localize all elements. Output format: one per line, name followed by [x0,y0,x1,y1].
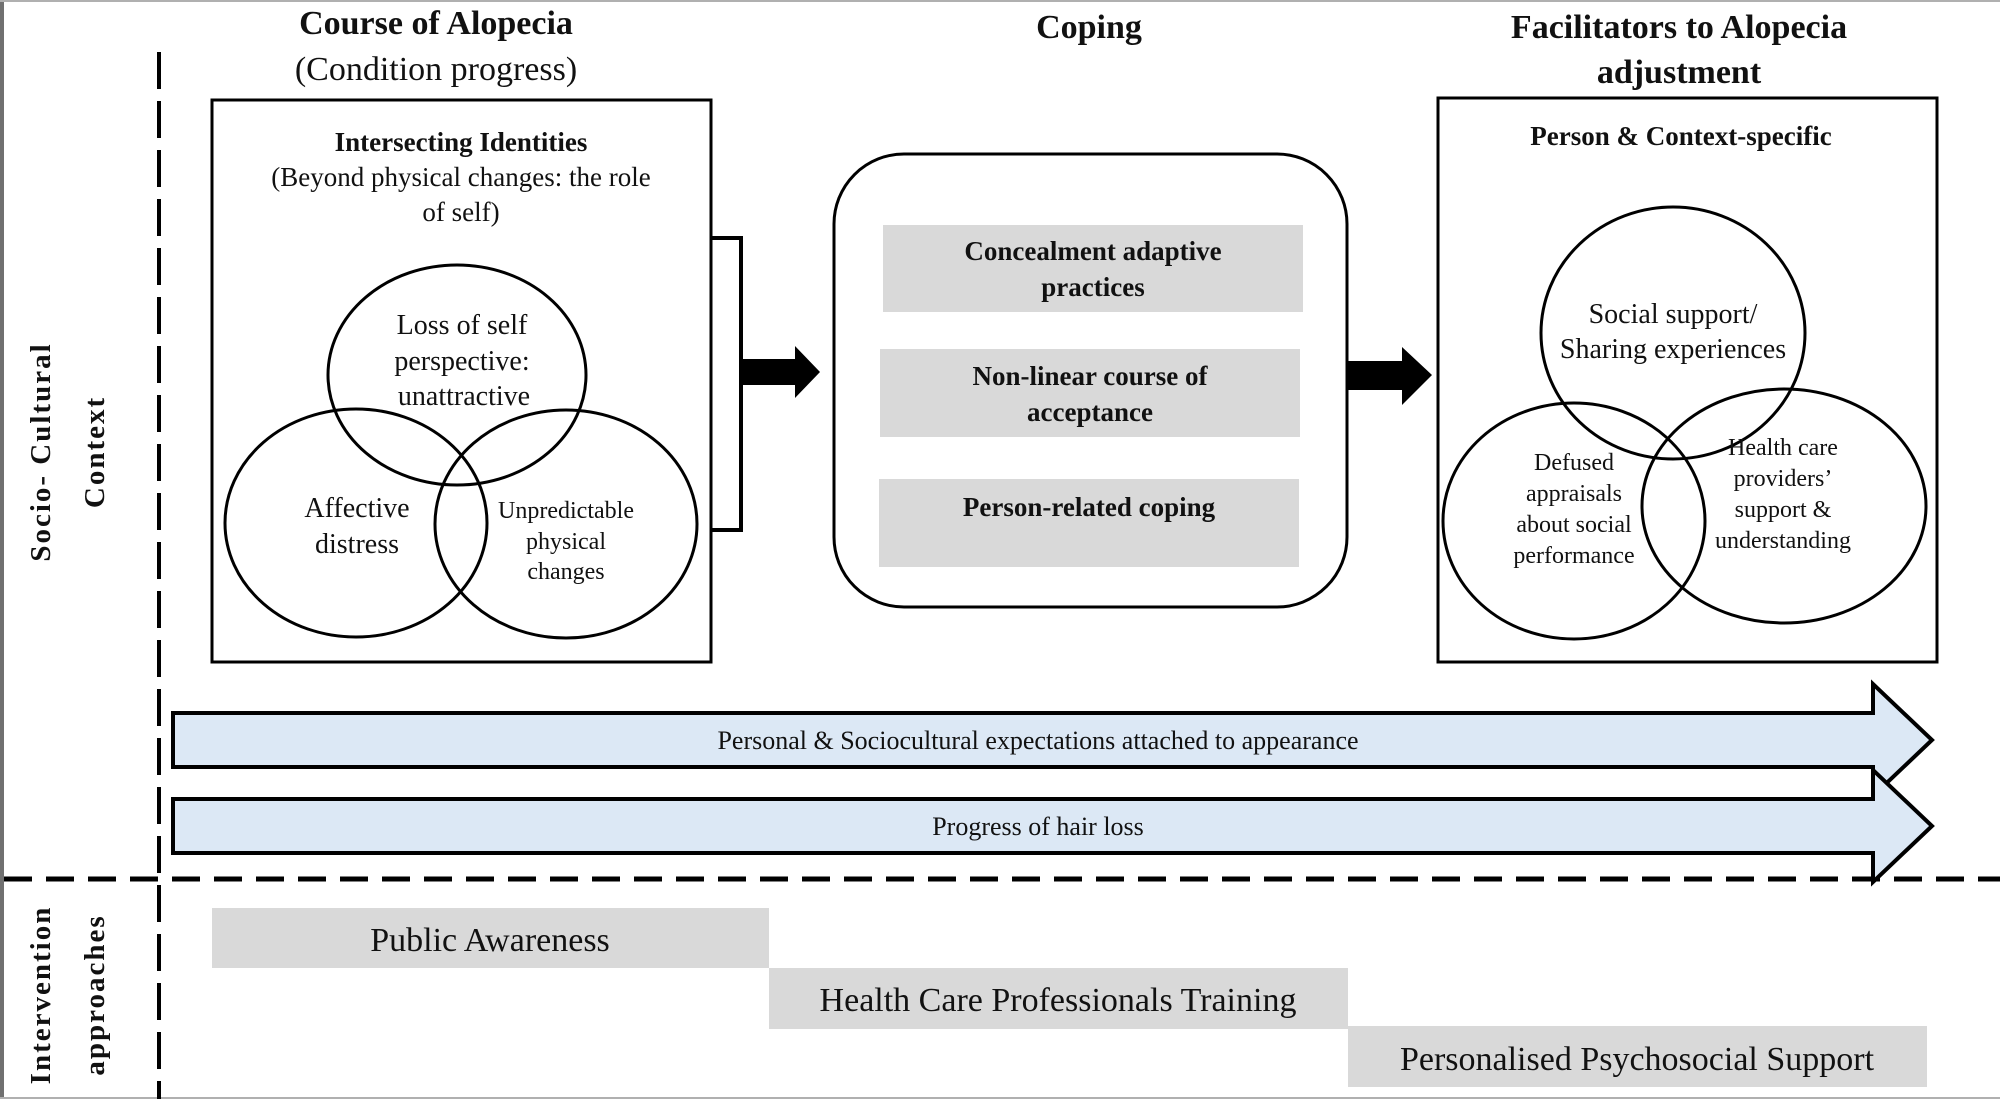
svg-text:unattractive: unattractive [398,381,530,412]
course-box-subtitle-line2: of self) [422,197,499,227]
venn-circle-defused-appraisals [1441,401,1707,641]
venn-circle-social-support [1539,205,1807,461]
course-box-title: Intersecting Identities [335,127,588,157]
coping-header-title: Coping [1036,9,1142,46]
svg-text:Non-linear course of: Non-linear course of [973,361,1209,391]
socio-cultural-context-label: Socio- Cultural Context [25,342,111,561]
timeline-arrow-hair-loss: Progress of hair loss [171,765,1935,887]
intervention-public-awareness: Public Awareness [212,908,769,968]
venn-label-defused-appraisals: Defused appraisals about social performa… [1513,450,1634,569]
arrow-to-coping-icon [741,346,820,398]
svg-text:Affective: Affective [304,493,409,524]
timeline-arrow-expectations: Personal & Sociocultural expectations at… [171,679,1935,801]
coping-item-person-related: Person-related coping [879,479,1299,567]
socio-cultural-label-line2: Context [79,396,111,508]
svg-text:providers’: providers’ [1734,466,1833,492]
svg-text:practices: practices [1041,272,1144,302]
svg-text:appraisals: appraisals [1526,481,1622,507]
facilitators-header-line2: adjustment [1597,54,1762,91]
venn-circle-affective-distress [223,407,489,639]
svg-text:Public Awareness: Public Awareness [370,922,610,959]
facilitators-box-title: Person & Context-specific [1530,121,1831,151]
timeline-arrow-expectations-label: Personal & Sociocultural expectations at… [717,726,1358,755]
socio-cultural-label-line1: Socio- Cultural [25,342,57,561]
svg-text:performance: performance [1513,543,1634,569]
svg-text:Person-related coping: Person-related coping [963,492,1216,522]
venn-label-unpredictable-changes: Unpredictable physical changes [498,498,634,585]
svg-text:Unpredictable: Unpredictable [498,498,634,524]
svg-text:about social: about social [1516,512,1632,538]
course-box: Intersecting Identities (Beyond physical… [210,98,713,664]
svg-text:acceptance: acceptance [1027,397,1153,427]
venn-circle-health-care-support [1640,387,1928,625]
intervention-psychosocial-support: Personalised Psychosocial Support [1348,1026,1927,1087]
course-bracket [711,236,743,532]
venn-circle-loss-of-self [326,263,588,487]
coping-box: Concealment adaptive practices Non-linea… [832,152,1349,609]
svg-text:Concealment adaptive: Concealment adaptive [964,236,1221,266]
left-frame-edge [0,0,4,1099]
svg-text:Defused: Defused [1534,450,1614,476]
svg-text:Health Care Professionals Trai: Health Care Professionals Training [820,982,1297,1019]
intervention-hcp-training: Health Care Professionals Training [769,968,1348,1029]
course-header-title: Course of Alopecia [299,5,573,42]
venn-circle-unpredictable-changes [433,408,699,640]
facilitators-header-line1: Facilitators to Alopecia [1511,9,1847,46]
arrow-to-facilitators-icon [1347,347,1432,405]
venn-label-loss-of-self: Loss of self perspective: unattractive [394,310,530,412]
svg-text:Personalised Psychosocial Supp: Personalised Psychosocial Support [1400,1041,1875,1078]
svg-text:physical: physical [526,529,606,555]
svg-text:Health care: Health care [1728,435,1838,461]
svg-text:Sharing experiences: Sharing experiences [1560,334,1786,365]
facilitators-box: Person & Context-specific Social support… [1436,96,1939,664]
intervention-label-line2: approaches [79,914,111,1075]
coping-item-non-linear-acceptance: Non-linear course of acceptance [880,349,1300,437]
svg-text:perspective:: perspective: [394,346,529,377]
course-box-subtitle-line1: (Beyond physical changes: the role [271,162,650,192]
venn-label-social-support: Social support/ Sharing experiences [1560,299,1786,365]
coping-item-concealment: Concealment adaptive practices [883,225,1303,312]
svg-text:distress: distress [315,529,399,560]
course-header-subtitle: (Condition progress) [295,51,577,88]
venn-label-health-care-support: Health care providers’ support & underst… [1715,435,1851,554]
venn-label-affective-distress: Affective distress [304,493,409,560]
intervention-label-line1: Intervention [25,906,57,1085]
svg-text:understanding: understanding [1715,528,1851,554]
svg-text:support &: support & [1735,497,1832,523]
svg-text:changes: changes [527,559,604,585]
intervention-approaches-label: Intervention approaches [25,906,111,1085]
svg-text:Social support/: Social support/ [1589,299,1758,330]
timeline-arrow-hair-loss-label: Progress of hair loss [932,812,1144,841]
svg-text:Loss of self: Loss of self [397,310,528,341]
